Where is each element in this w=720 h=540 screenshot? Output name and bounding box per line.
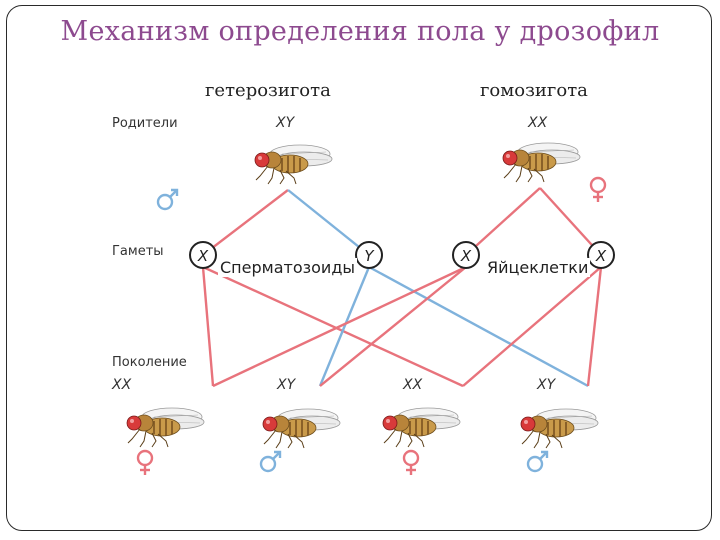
male-symbol-icon	[259, 450, 282, 473]
offspring-genotype: XY	[537, 377, 556, 393]
fruit-fly-icon	[262, 408, 341, 449]
parent-gamete-lines	[202, 187, 602, 256]
slide-frame	[6, 5, 712, 531]
fruit-fly-icon	[520, 408, 599, 449]
offspring-genotype: XX	[403, 377, 423, 393]
gamete-offspring-lines	[201, 265, 603, 388]
fruit-fly-icon	[382, 407, 461, 448]
fruit-fly-icon	[126, 407, 205, 448]
female-symbol-icon	[402, 449, 420, 477]
male-symbol-icon	[156, 188, 179, 211]
column-heading-homozygote: гомозигота	[480, 80, 588, 101]
gamete-egg-x-1: X	[452, 241, 480, 269]
father-genotype: XY	[276, 115, 295, 131]
row-label-generation: Поколение	[112, 355, 187, 370]
sperm-label: Сперматозоиды	[218, 258, 358, 277]
row-label-gametes: Гаметы	[112, 244, 164, 259]
egg-label: Яйцеклетки	[485, 258, 591, 277]
slide-title: Механизм определения пола у дрозофил	[60, 16, 660, 47]
gamete-sperm-x: X	[189, 241, 217, 269]
gamete-label: Y	[364, 247, 375, 265]
gamete-label: X	[460, 247, 472, 265]
fruit-fly-icon	[254, 144, 333, 185]
row-label-parents: Родители	[112, 116, 178, 131]
offspring-genotype: XX	[112, 377, 132, 393]
female-symbol-icon	[589, 176, 607, 204]
column-heading-heterozygote: гетерозигота	[205, 80, 331, 101]
gamete-egg-x-2: X	[587, 241, 615, 269]
offspring-genotype: XY	[277, 377, 296, 393]
gamete-label: X	[595, 247, 607, 265]
fruit-fly-icon	[502, 142, 581, 183]
male-symbol-icon	[526, 450, 549, 473]
female-symbol-icon	[136, 449, 154, 477]
gamete-sperm-y: Y	[355, 241, 383, 269]
gamete-label: X	[197, 247, 209, 265]
mother-genotype: XX	[528, 115, 548, 131]
